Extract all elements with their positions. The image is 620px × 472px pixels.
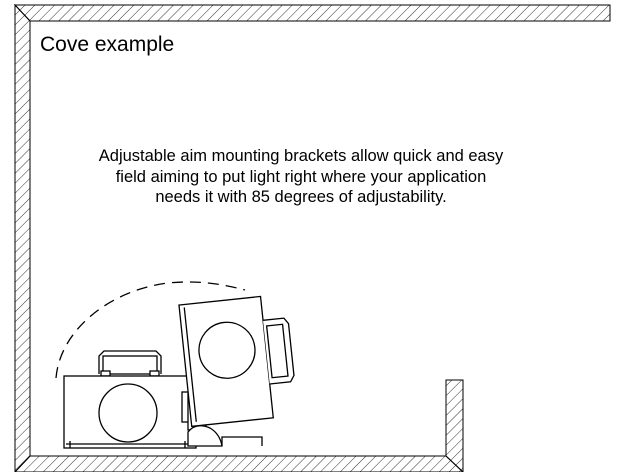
fixture-horizontal-lens xyxy=(98,383,158,443)
cove-walls xyxy=(13,3,611,472)
diagram-title: Cove example xyxy=(40,33,175,56)
ceiling-wall xyxy=(13,4,611,22)
pivot-base xyxy=(187,425,223,447)
diagram-caption: Adjustable aim mounting brackets allow q… xyxy=(98,147,504,206)
cove-floor xyxy=(14,455,464,472)
left-wall xyxy=(14,3,31,472)
fixture-tilted xyxy=(178,295,295,447)
aim-range-arc xyxy=(55,281,246,379)
fixture-horizontal-bracket xyxy=(98,350,162,374)
fixture-tilted-lens xyxy=(198,321,256,379)
cove-lip xyxy=(445,379,464,472)
fixture-horizontal xyxy=(63,350,197,449)
